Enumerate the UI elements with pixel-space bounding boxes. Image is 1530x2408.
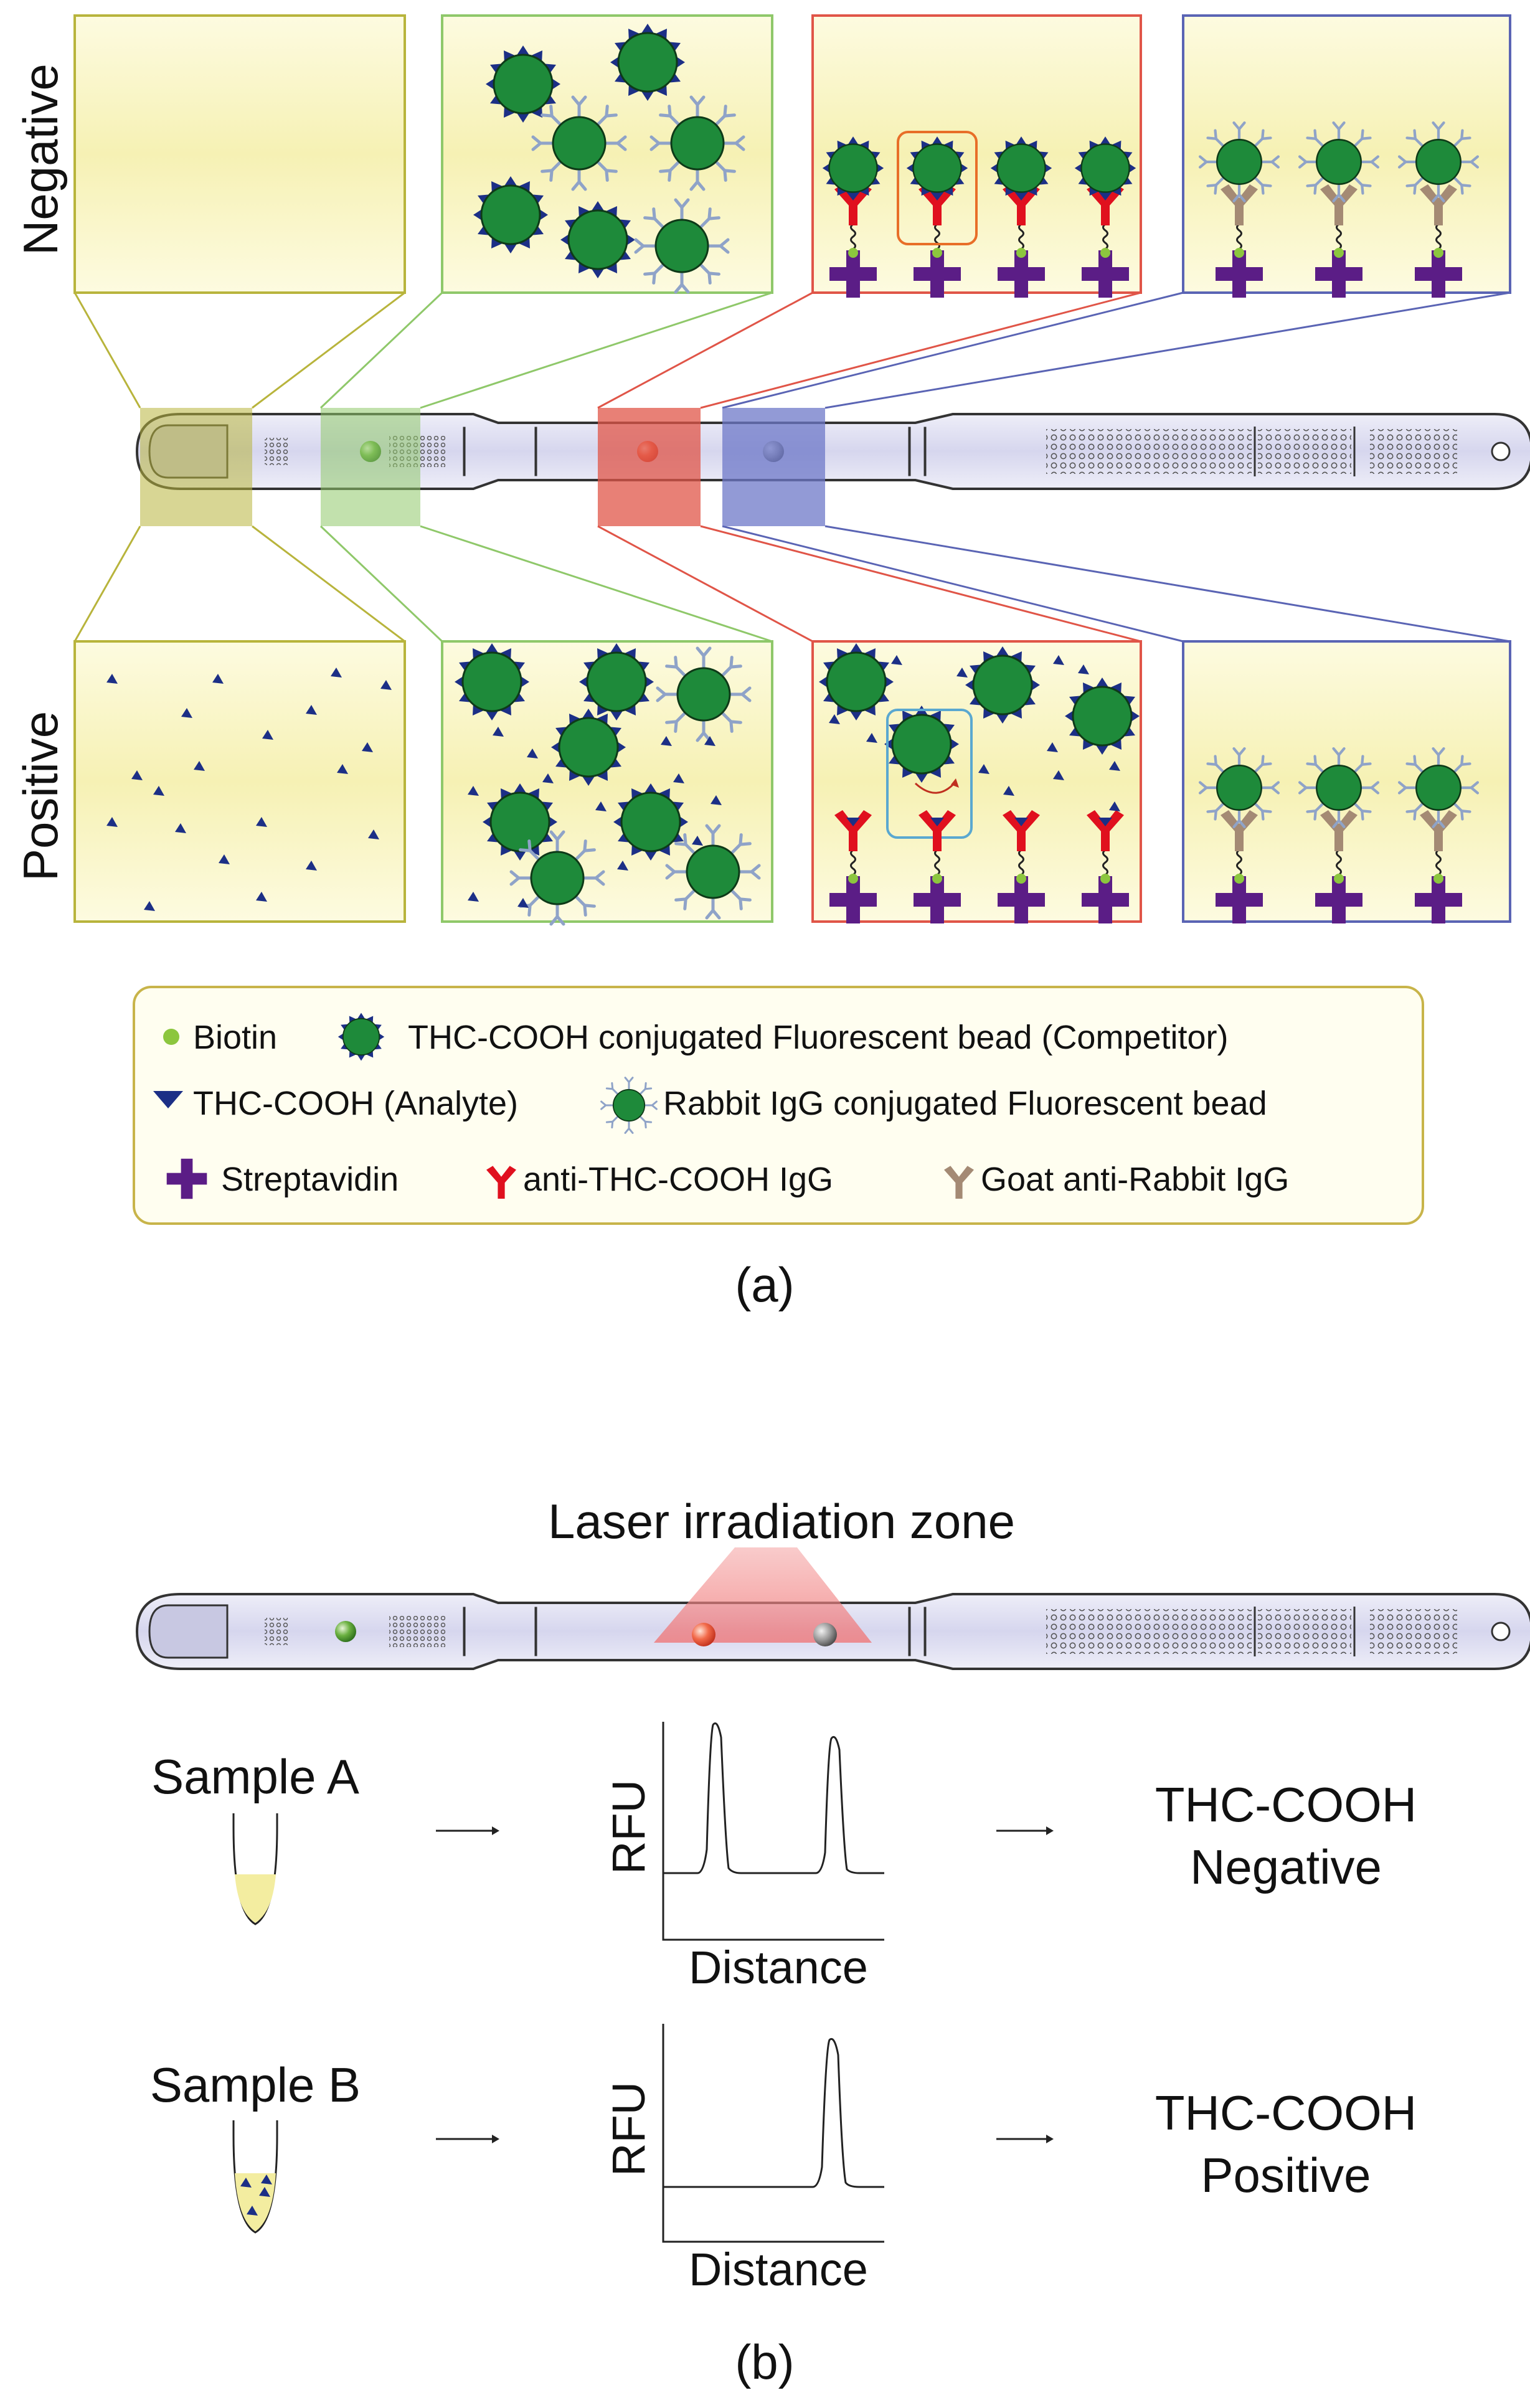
pos-test-line-panel — [811, 640, 1142, 923]
result-a-line2: Negative — [1190, 1839, 1382, 1894]
panel-a: Negative Positive — [13, 14, 1530, 1312]
caption-a: (a) — [735, 1257, 794, 1312]
distance-label-a: Distance — [689, 1942, 868, 1993]
row-label-negative: Negative — [13, 64, 68, 255]
legend-label-analyte: THC-COOH (Analyte) — [193, 1085, 518, 1122]
result-b-line1: THC-COOH — [1155, 2085, 1417, 2140]
neg-test-line-panel — [811, 14, 1142, 298]
rfu-label-a: RFU — [603, 1780, 654, 1874]
legend-label-biotin: Biotin — [193, 1019, 277, 1056]
plot-a — [662, 1722, 884, 1941]
legend-label-anti-thc: anti-THC-COOH IgG — [523, 1161, 833, 1198]
rfu-label-b: RFU — [603, 2082, 654, 2176]
trace-a — [663, 1722, 884, 1874]
result-b-line2: Positive — [1201, 2148, 1371, 2203]
test-line-highlight — [598, 408, 701, 526]
pos-sample-pad-panel — [73, 640, 406, 923]
pos-control-line-panel — [1182, 640, 1511, 923]
panel-b: Laser irradiation zone Sample A RFU Dist… — [136, 1494, 1530, 2389]
neg-sample-pad-panel — [73, 14, 406, 294]
sample-zone-highlight — [140, 408, 252, 526]
conjugate-zone-highlight — [321, 408, 420, 526]
arrow-b2 — [996, 2135, 1054, 2143]
legend-label-streptavidin: Streptavidin — [221, 1161, 399, 1198]
arrow-b1 — [436, 2135, 499, 2143]
control-line-highlight — [722, 408, 825, 526]
control-line-bead-b — [813, 1623, 837, 1646]
distance-label-b: Distance — [689, 2244, 868, 2295]
legend: Biotin THC-COOH conjugated Fluorescent b… — [133, 986, 1424, 1225]
legend-label-goat-igg: Goat anti-Rabbit IgG — [981, 1161, 1289, 1198]
zoom-connectors — [73, 291, 1511, 643]
row-label-positive: Positive — [13, 711, 68, 881]
legend-label-competitor: THC-COOH conjugated Fluorescent bead (Co… — [408, 1019, 1229, 1056]
arrow-a2 — [996, 1826, 1054, 1835]
test-strip-b — [136, 1593, 1530, 1670]
pos-conjugate-pad-panel — [441, 640, 773, 924]
biotin-icon — [163, 1029, 179, 1045]
sample-b-label: Sample B — [150, 2057, 361, 2112]
plot-b — [662, 2024, 884, 2243]
result-a-line1: THC-COOH — [1155, 1777, 1417, 1832]
caption-b: (b) — [735, 2335, 794, 2389]
trace-b — [663, 2038, 884, 2188]
sample-a-label: Sample A — [151, 1749, 359, 1804]
test-line-bead-b — [692, 1623, 715, 1646]
laser-beam — [654, 1547, 872, 1643]
legend-label-rabbit-bead: Rabbit IgG conjugated Fluorescent bead — [663, 1085, 1267, 1122]
tube-a — [232, 1813, 278, 1925]
arrow-a1 — [436, 1826, 499, 1835]
neg-control-line-panel — [1182, 14, 1511, 298]
tube-b — [232, 2120, 278, 2234]
laser-zone-label: Laser irradiation zone — [548, 1494, 1015, 1549]
neg-conjugate-pad-panel — [441, 14, 773, 294]
analyte-icon — [153, 1091, 183, 1108]
